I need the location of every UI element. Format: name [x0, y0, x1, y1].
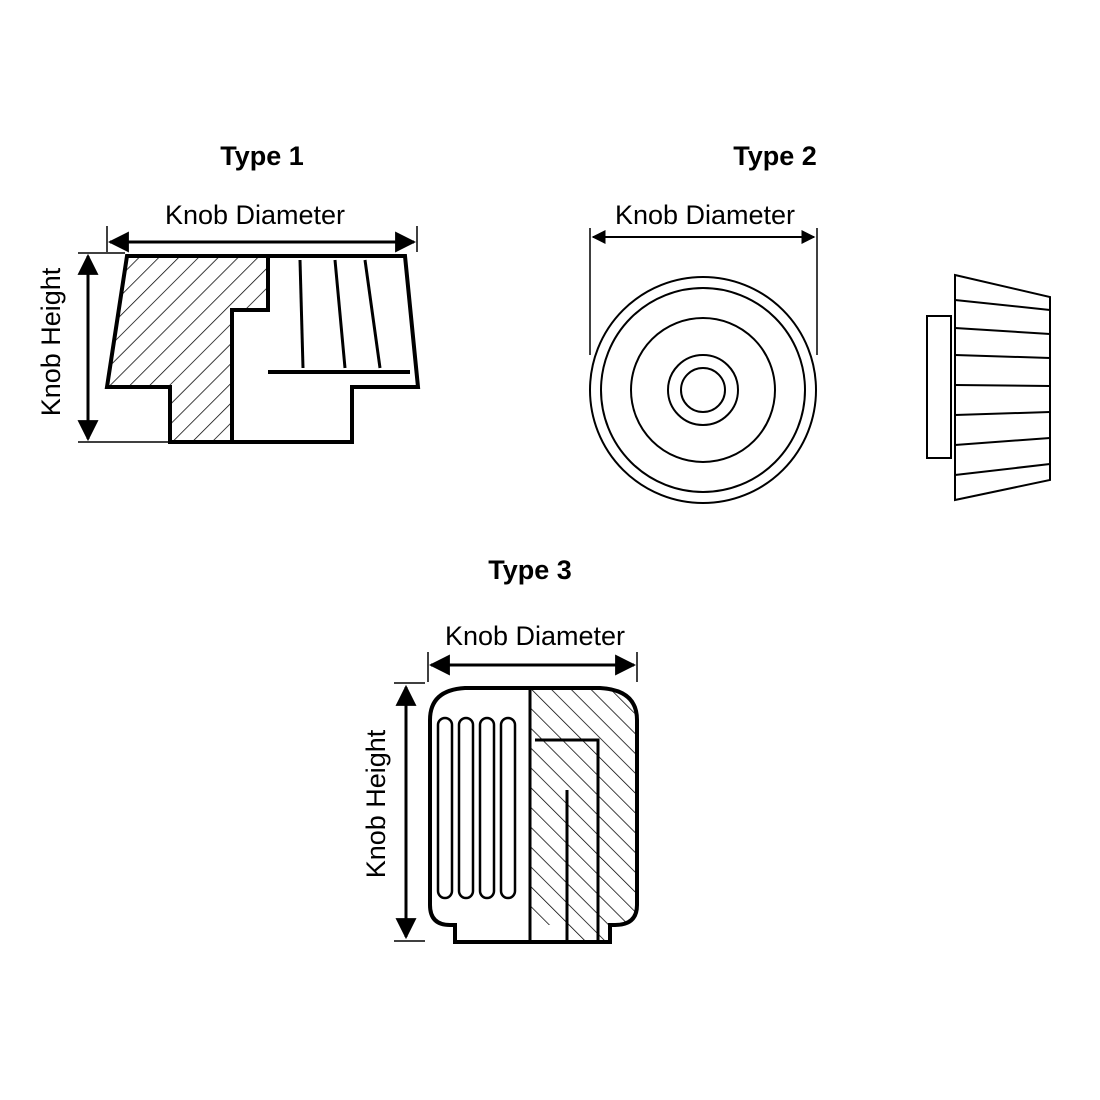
type1-height-label: Knob Height [36, 267, 66, 416]
type1-title: Type 1 [220, 141, 304, 171]
type3-diameter-label: Knob Diameter [445, 621, 625, 651]
type3-knob-drawing [428, 686, 639, 944]
type2-title: Type 2 [733, 141, 817, 171]
type2-group: Type 2 Knob Diameter [589, 141, 1051, 504]
type3-group: Type 3 Knob Diameter Knob Height [361, 555, 639, 944]
type2-diameter-label: Knob Diameter [615, 200, 795, 230]
type1-knob-drawing [104, 254, 421, 444]
type3-title: Type 3 [488, 555, 572, 585]
type1-diameter-label: Knob Diameter [165, 200, 345, 230]
type2-top-view [589, 276, 817, 504]
type3-height-label: Knob Height [361, 729, 391, 878]
type2-side-view [926, 273, 1051, 502]
type1-group: Type 1 Knob Diameter Knob Height [36, 141, 421, 444]
